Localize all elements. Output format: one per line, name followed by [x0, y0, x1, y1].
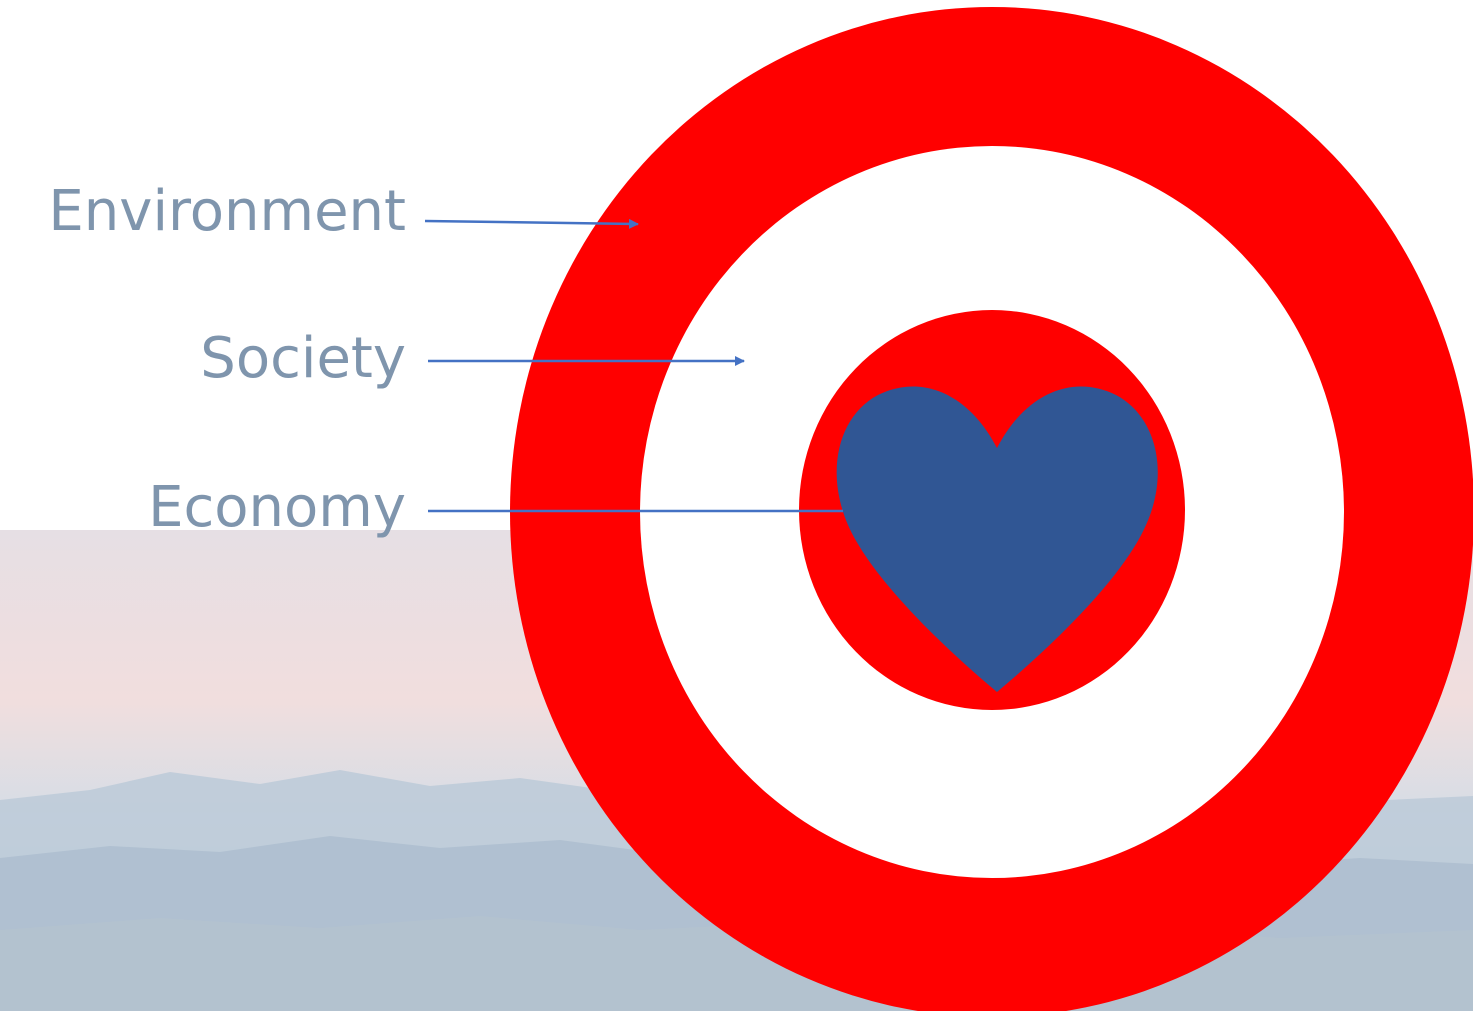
pointer-arrows	[424, 218, 843, 513]
economy-label: Economy	[148, 475, 406, 540]
target-diagram	[510, 7, 1473, 1011]
heart-icon	[836, 386, 1158, 692]
environment-label: Environment	[48, 179, 406, 244]
environment-arrow	[424, 218, 639, 229]
society-label: Society	[200, 326, 406, 391]
